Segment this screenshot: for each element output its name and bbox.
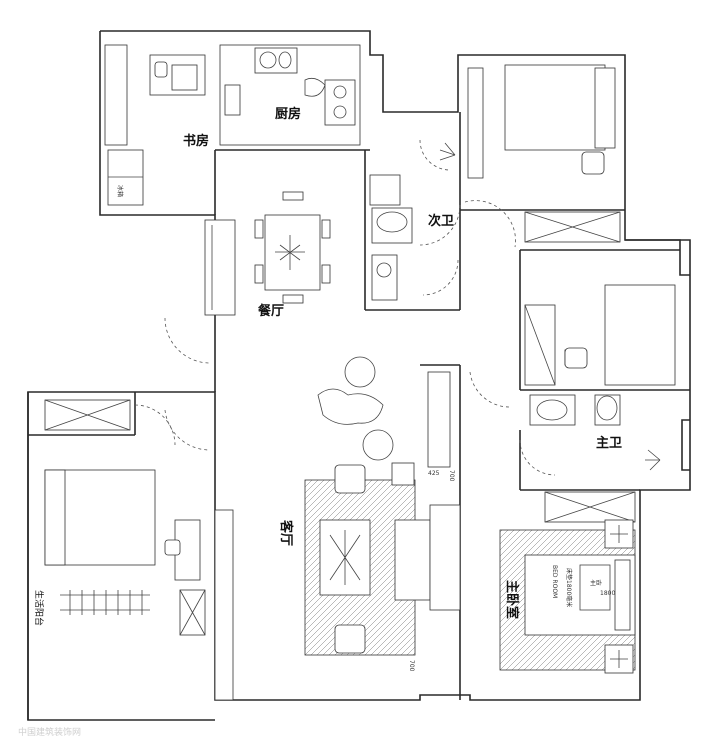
master-bath-label: 主卫 <box>596 435 622 451</box>
bedroom-door <box>164 409 211 451</box>
dim-700b: 700 <box>408 660 415 672</box>
kitchen-furniture <box>219 44 361 146</box>
bed-size-text: 床垫1800毫米 <box>565 568 573 607</box>
master-text: 主卧 <box>590 579 602 587</box>
second-bath-fixtures <box>369 139 456 301</box>
bath-door-2 <box>422 259 459 296</box>
entry-door <box>164 317 211 364</box>
bedroom-top-furniture <box>464 64 621 248</box>
watermark: 中国建筑装饰网 <box>18 726 81 738</box>
bedroom-mid-furniture <box>564 284 676 386</box>
master-bedroom-label: 主卧室 <box>504 580 520 619</box>
fridge-label: 冰箱 <box>116 185 124 197</box>
bath-door <box>419 204 461 246</box>
dining-furniture <box>204 191 331 316</box>
dining-label: 餐厅 <box>257 303 284 319</box>
living-label: 客厅 <box>278 520 294 546</box>
living-furniture <box>214 356 461 701</box>
second-bath-label: 次卫 <box>428 213 454 229</box>
living-balcony-label: 生活阳台 <box>33 590 45 626</box>
master-bath-door <box>469 371 511 408</box>
left-bedroom-furniture <box>44 399 206 636</box>
master-bedroom-furniture <box>499 491 636 674</box>
bed-room-text: BED ROOM <box>551 565 558 598</box>
kitchen-label: 厨房 <box>275 106 301 122</box>
hanging-rack <box>60 590 150 615</box>
dim-1800: 1800 <box>600 590 615 597</box>
study-label: 书房 <box>183 133 209 149</box>
dim-425: 425 <box>428 470 440 477</box>
study-furniture <box>104 44 206 206</box>
dim-700a: 700 <box>448 470 455 482</box>
